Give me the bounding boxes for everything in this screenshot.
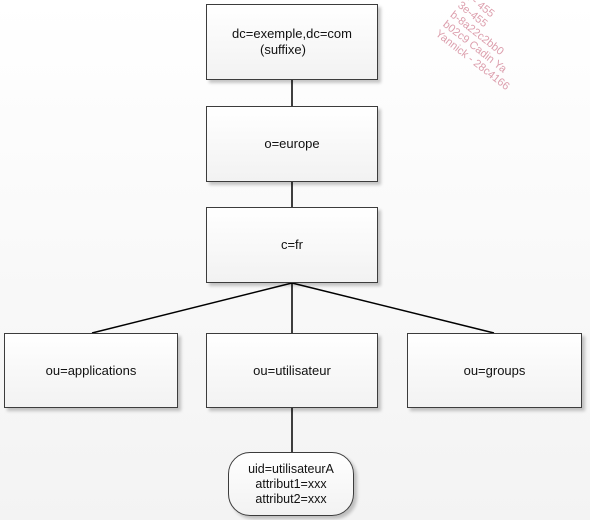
node-country-fr: c=fr bbox=[206, 207, 378, 283]
node-ou-applications: ou=applications bbox=[4, 333, 178, 408]
node-ou-applications-label: ou=applications bbox=[45, 362, 137, 378]
node-user-entry: uid=utilisateurA attribut1=xxx attribut2… bbox=[228, 452, 354, 516]
node-ou-groups: ou=groups bbox=[407, 333, 582, 408]
node-root-suffix: dc=exemple,dc=com (suffixe) bbox=[206, 4, 378, 80]
node-root-dn: dc=exemple,dc=com bbox=[232, 26, 352, 41]
connector-country-groups bbox=[291, 282, 495, 334]
node-root-suffix-label: (suffixe) bbox=[260, 42, 306, 57]
node-ou-groups-label: ou=groups bbox=[463, 362, 526, 378]
node-org-europe: o=europe bbox=[206, 106, 378, 182]
node-user-attribute1: attribut1=xxx bbox=[255, 476, 327, 491]
node-country-label: c=fr bbox=[280, 237, 304, 252]
node-org-label: o=europe bbox=[264, 136, 320, 151]
node-ou-utilisateur: ou=utilisateur bbox=[206, 333, 378, 408]
node-ou-utilisateur-label: ou=utilisateur bbox=[253, 362, 331, 378]
node-user-attribute2: attribut2=xxx bbox=[255, 491, 327, 506]
connector-country-applications bbox=[91, 282, 293, 334]
node-user-uid: uid=utilisateurA bbox=[248, 461, 334, 476]
